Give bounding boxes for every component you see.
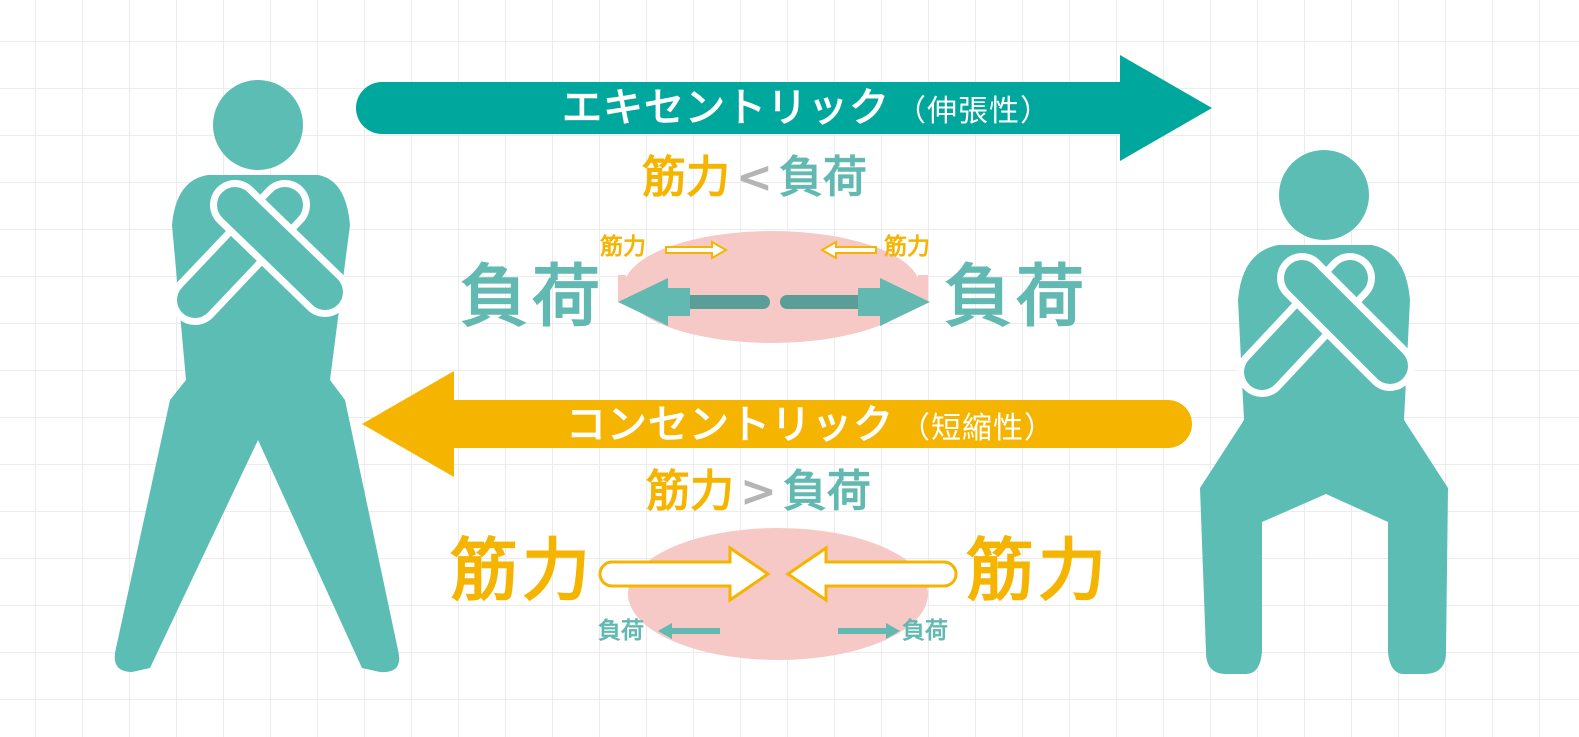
eccentric-arrow [356,55,1212,161]
eccentric-relation: 筋力<負荷 [642,156,867,200]
small-load-arrow-right [838,623,900,639]
eccentric-force-left: 筋力 [600,234,646,260]
concentric-relation-force: 筋力 [646,466,734,517]
concentric-load-right: 負荷 [902,618,948,644]
concentric-title: コンセントリック（短縮性） [566,405,1055,445]
eccentric-title-main: エキセントリック [562,85,890,131]
concentric-title-main: コンセントリック [566,402,894,448]
squatting-person-arms [1237,253,1415,397]
small-load-arrow-left [658,623,720,639]
force-arrow-right [598,545,771,603]
eccentric-muscle [618,231,930,343]
eccentric-load-right: 負荷 [944,258,1089,337]
force-arrow-left [785,545,958,603]
standing-person-icon [114,80,400,673]
eccentric-load-left: 負荷 [460,258,605,337]
small-force-arrow-left [819,240,877,260]
squatting-person-icon [1200,150,1448,674]
concentric-relation: 筋力>負荷 [646,470,871,514]
small-force-arrow-right [665,240,729,260]
standing-person-arms [170,180,350,325]
concentric-force-left: 筋力 [450,532,595,611]
concentric-relation-operator: > [740,466,777,517]
eccentric-relation-force: 筋力 [642,152,730,203]
concentric-force-right: 筋力 [966,532,1111,611]
load-arrow-left [618,278,690,326]
eccentric-relation-load: 負荷 [778,152,867,203]
concentric-arrow [362,371,1192,477]
concentric-relation-load: 負荷 [782,466,871,517]
load-arrow-right [858,278,930,326]
eccentric-title: エキセントリック（伸張性） [562,88,1051,128]
concentric-title-sub: （短縮性） [900,411,1055,446]
eccentric-title-sub: （伸張性） [896,94,1051,129]
concentric-muscle [598,528,958,660]
eccentric-force-right: 筋力 [884,234,930,260]
eccentric-relation-operator: < [736,152,773,203]
concentric-load-left: 負荷 [598,618,644,644]
